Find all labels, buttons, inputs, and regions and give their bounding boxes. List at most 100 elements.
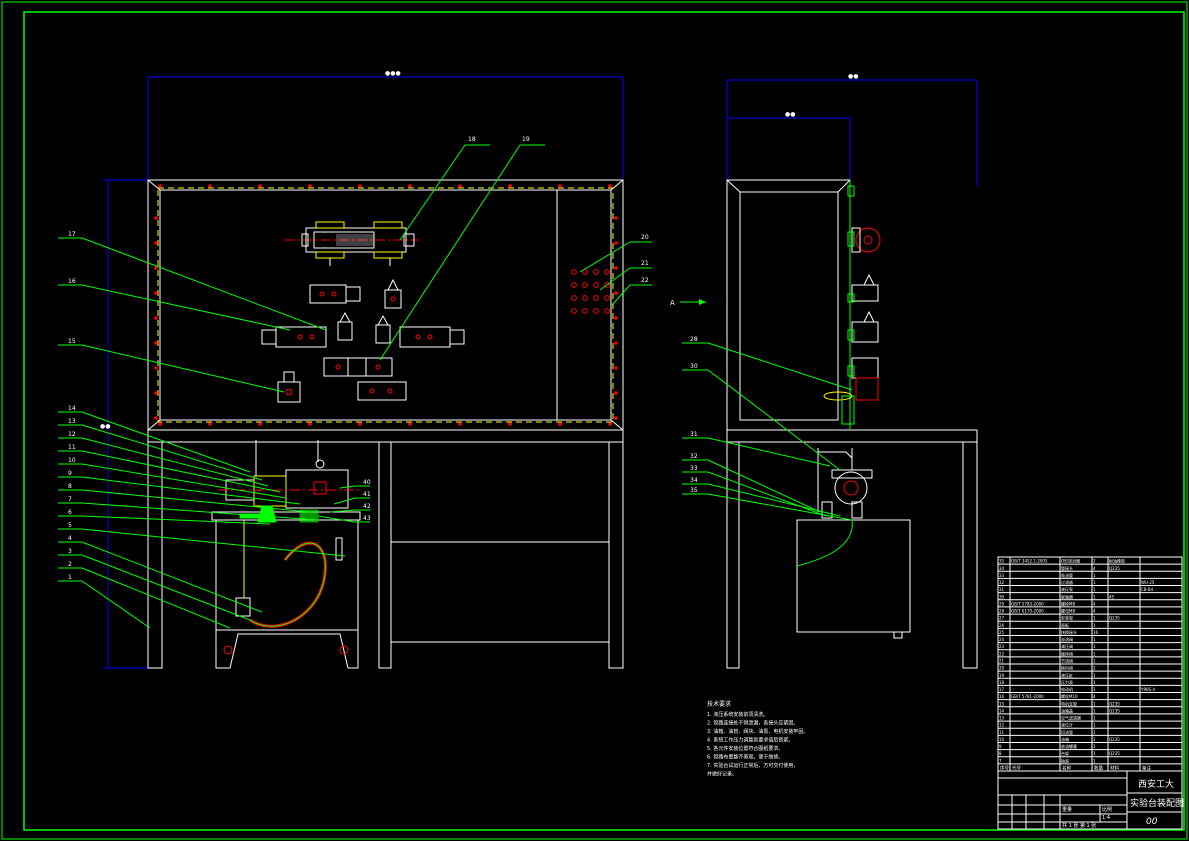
bom-cell: 12: [999, 723, 1005, 728]
bom-cell: 1: [1093, 723, 1096, 728]
bom-cell: Y90S-4: [1140, 687, 1156, 692]
title-block: [997, 770, 1183, 830]
side-frame: [726, 179, 978, 669]
bom-cell: 1: [1093, 651, 1096, 656]
lower-stand: [147, 429, 624, 669]
bom-cell: 1: [1093, 737, 1096, 742]
bom-cell: 4: [1093, 566, 1096, 571]
bom-cell: 1: [1093, 573, 1096, 578]
balloon-35: 35: [690, 487, 698, 494]
bom-cell: 11: [999, 730, 1005, 735]
bom-cell: 1: [1093, 708, 1096, 713]
balloon-5: 5: [68, 522, 72, 529]
bom-cell: CB-B4: [1141, 587, 1154, 592]
bom-cell: 16: [999, 694, 1005, 699]
bom-header: 备注: [1142, 765, 1151, 772]
balloon-22: 22: [641, 277, 649, 284]
bom-cell: 1: [1093, 580, 1096, 585]
balloon-11: 11: [68, 444, 76, 451]
balloon-9: 9: [68, 470, 72, 477]
bom-cell: 1: [1093, 730, 1096, 735]
balloon-4: 4: [68, 535, 72, 542]
bom-cell: 减压阀: [1061, 643, 1073, 649]
side-depth-dim: ●●: [785, 111, 795, 118]
bom-header: 序号: [1000, 765, 1009, 772]
tech-req-line: 并做好记录。: [707, 771, 737, 778]
balloon-13: 13: [68, 418, 76, 425]
bom-cell: 24: [999, 637, 1005, 642]
bom-cell: 电动机: [1061, 686, 1073, 692]
bom-cell: 吸油管: [1061, 572, 1073, 578]
hydraulic-cylinder: [285, 221, 418, 266]
balloon-31: 31: [690, 431, 698, 438]
view-arrow: A: [670, 299, 706, 307]
bom-header: 数量: [1094, 765, 1103, 772]
balloon-18: 18: [468, 136, 476, 143]
bom-cell: 2: [1093, 666, 1096, 671]
bom-cell: 27: [999, 616, 1005, 621]
tech-req-line: 1. 液压系统安装前须清洗。: [707, 711, 768, 718]
return-hose: [249, 541, 327, 628]
bom-cell: 压力表: [1061, 679, 1073, 685]
bom-cell: 液压泵: [1061, 586, 1073, 592]
bom-cell: 33: [999, 573, 1005, 578]
sheet-info: 共 1 张 第 1 张: [1062, 822, 1096, 829]
bom-cell: 快换接头: [1061, 629, 1077, 635]
bom-cell: 安装架: [1061, 615, 1073, 621]
balloon-43: 43: [363, 515, 371, 522]
bom-header: 名称: [1062, 765, 1071, 772]
front-dimensions: [103, 76, 624, 669]
front-view: ●●● ●●: [58, 70, 652, 669]
front-height-dim: ●●: [100, 423, 110, 430]
balloon-8: 8: [68, 483, 72, 490]
bom-cell: 10: [999, 737, 1005, 742]
bom-cell: 节流阀: [1061, 658, 1073, 664]
bom-cell: 管接头: [1061, 565, 1073, 571]
bom-cell: 回油管: [1061, 729, 1073, 735]
bom-cell: 18: [999, 680, 1005, 685]
quantity-label: 重量: [1062, 806, 1072, 813]
bom-cell: 28: [999, 609, 1005, 614]
bom-cell: 15: [999, 701, 1005, 706]
bom-cell: 螺母M8: [1061, 608, 1075, 614]
bom-cell: 电机支架: [1061, 700, 1077, 706]
scale-value: 1:4: [1102, 815, 1110, 821]
bom-cell: 1: [1093, 616, 1096, 621]
bom-cell: 放油螺塞: [1061, 743, 1077, 749]
motor-pump: [211, 440, 361, 521]
bom-cell: 23: [999, 644, 1005, 649]
balloon-34: 34: [690, 477, 698, 484]
bom-cell: 1: [1093, 716, 1096, 721]
bom-cell: 换向阀: [1061, 665, 1073, 671]
bom-cell: 液压缸: [1061, 672, 1073, 678]
balloon-32: 32: [690, 453, 698, 460]
bom-cell: 4: [1093, 609, 1096, 614]
balloon-21: 21: [641, 260, 649, 267]
bom-cell: 1: [1093, 623, 1096, 628]
bom-cell: 1: [1093, 673, 1096, 678]
bom-cell: 1: [1093, 659, 1096, 664]
bom-cell: 14: [999, 708, 1005, 713]
balloon-30: 30: [690, 363, 698, 370]
drawing-number: 00: [1146, 817, 1158, 827]
motor-mount-green: [239, 505, 319, 523]
bom-cell: 4: [1093, 601, 1096, 606]
bom-header: 代号: [1012, 765, 1021, 772]
balloon-6: 6: [68, 509, 72, 516]
bom-cell: 19: [999, 673, 1005, 678]
bom-cell: 20: [999, 666, 1005, 671]
bom-cell: 25: [999, 630, 1005, 635]
panel-valves: [261, 278, 465, 403]
bom-cell: 过滤器: [1061, 579, 1073, 585]
bom-cell: Q235: [1109, 751, 1120, 756]
oil-tank: [215, 519, 359, 669]
bom-cell: 29: [999, 601, 1005, 606]
bom-cell: 7: [999, 758, 1002, 763]
bom-cell: GB/T 6170-2000: [1011, 609, 1044, 614]
balloon-3: 3: [68, 548, 72, 555]
tech-req-line: 3. 油箱、油管、阀块、油泵、电机安装牢固。: [707, 728, 808, 735]
